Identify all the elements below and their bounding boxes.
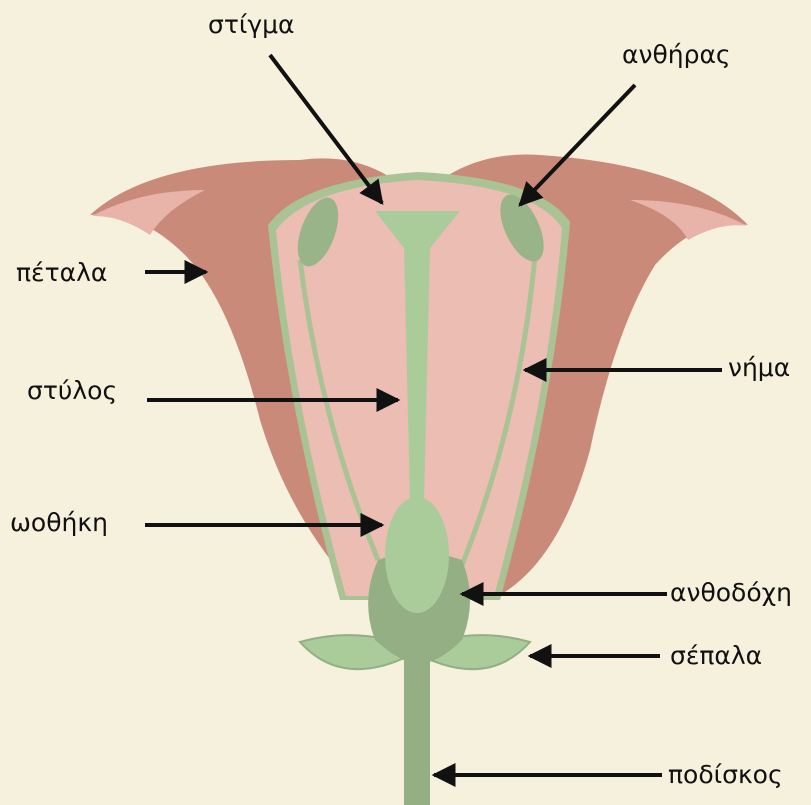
label-filament: νήμα (728, 355, 790, 380)
label-petals: πέταλα (16, 260, 107, 285)
label-sepals: σέπαλα (670, 643, 762, 668)
label-peduncle: ποδίσκος (668, 762, 783, 787)
label-stigma: στίγμα (208, 12, 295, 37)
label-receptacle: ανθοδόχη (670, 580, 792, 605)
label-ovary: ωοθήκη (10, 510, 108, 535)
ovary-shape (385, 497, 449, 613)
label-anther: ανθήρας (622, 42, 731, 67)
label-style: στύλος (27, 378, 117, 403)
peduncle-stem (404, 650, 430, 805)
